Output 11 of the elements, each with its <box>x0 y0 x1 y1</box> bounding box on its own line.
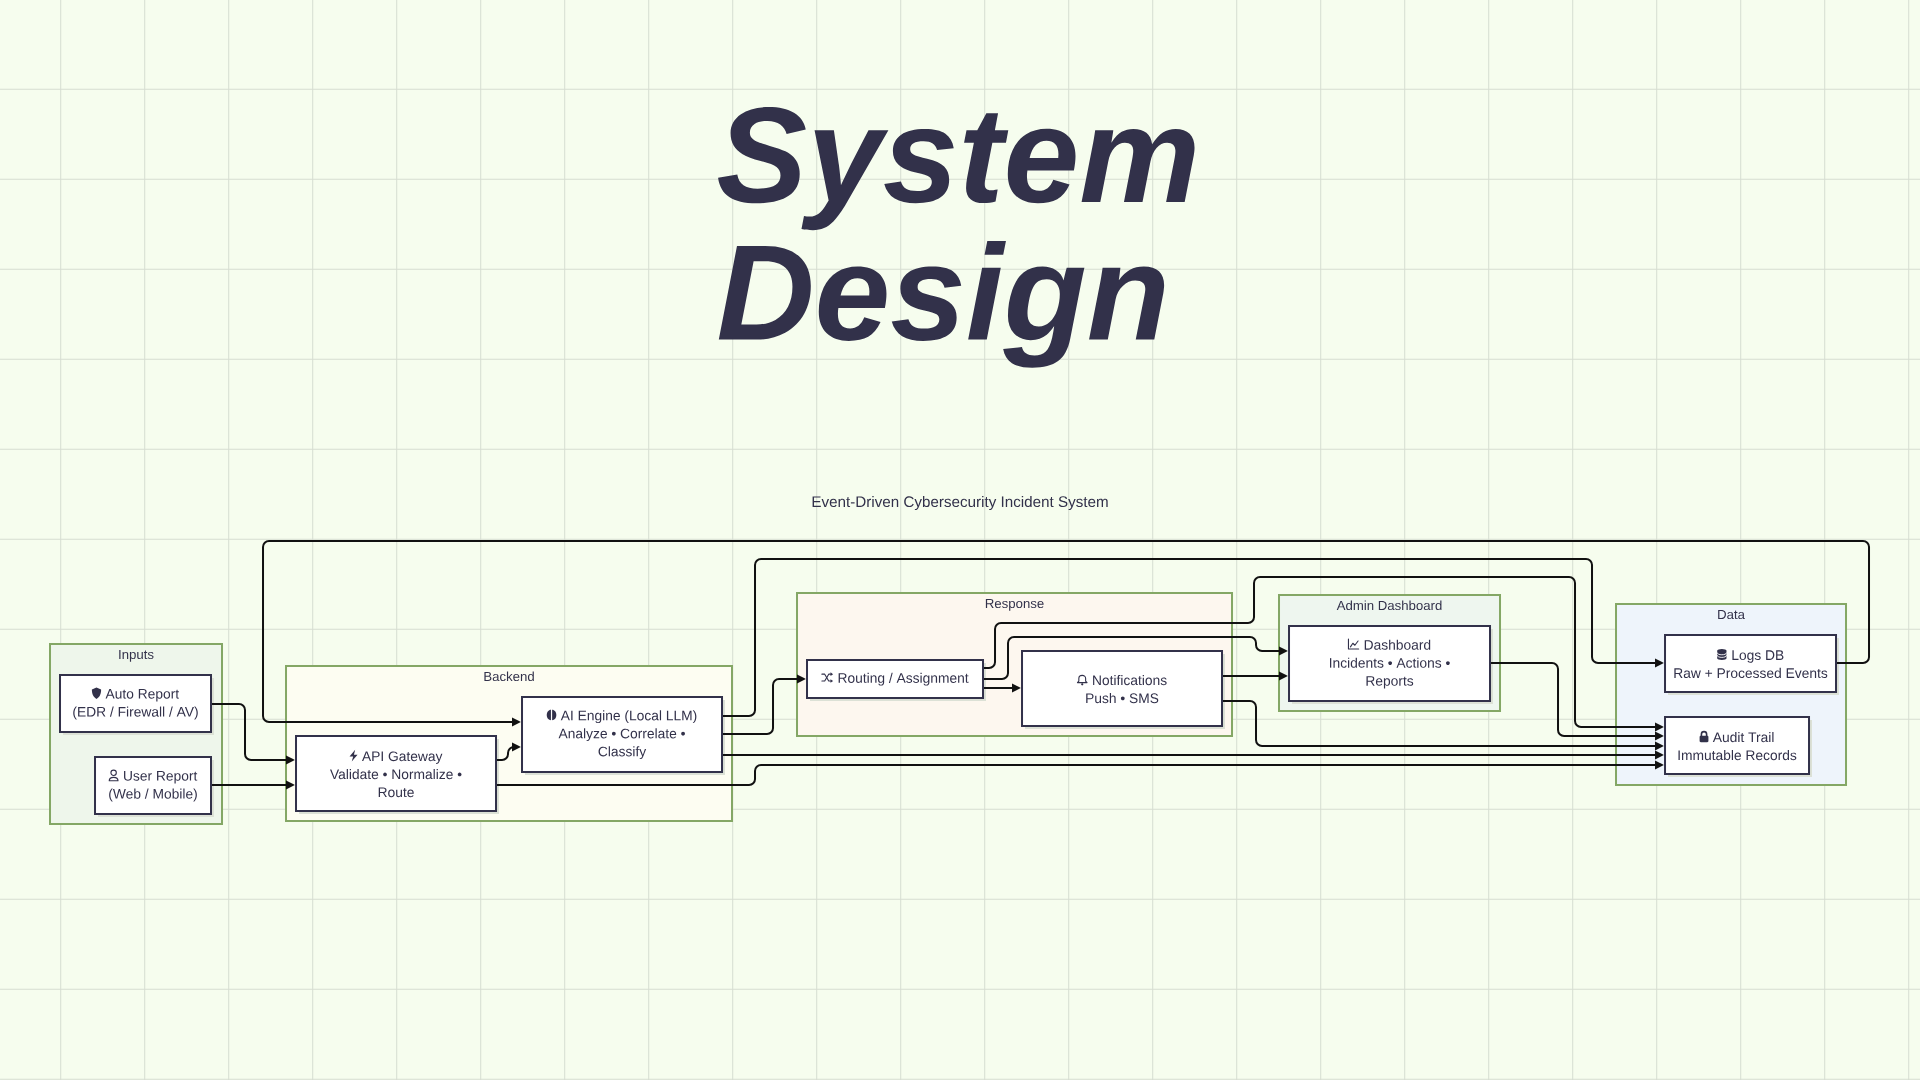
process-box: Logs DB Raw + Processed Events <box>1664 634 1839 695</box>
process-box: Dashboard Incidents • Actions • Reports <box>1288 625 1493 704</box>
process-box: Auto Report (EDR / Firewall / AV) <box>59 674 214 735</box>
process-box: User Report (Web / Mobile) <box>94 756 214 817</box>
process-box: AI Engine (Local LLM) Analyze • Correlate • Classify <box>521 696 725 775</box>
title: System Design <box>718 107 1195 368</box>
subtitle: Event-Driven Cybersecurity Incident System <box>812 495 1108 511</box>
process-box: API Gateway Validate • Normalize • Route <box>295 735 499 814</box>
process-box: Routing / Assignment <box>806 659 986 701</box>
process-box: Notifications Push • SMS <box>1021 650 1225 729</box>
process-box: Audit Trail Immutable Records <box>1664 716 1812 777</box>
